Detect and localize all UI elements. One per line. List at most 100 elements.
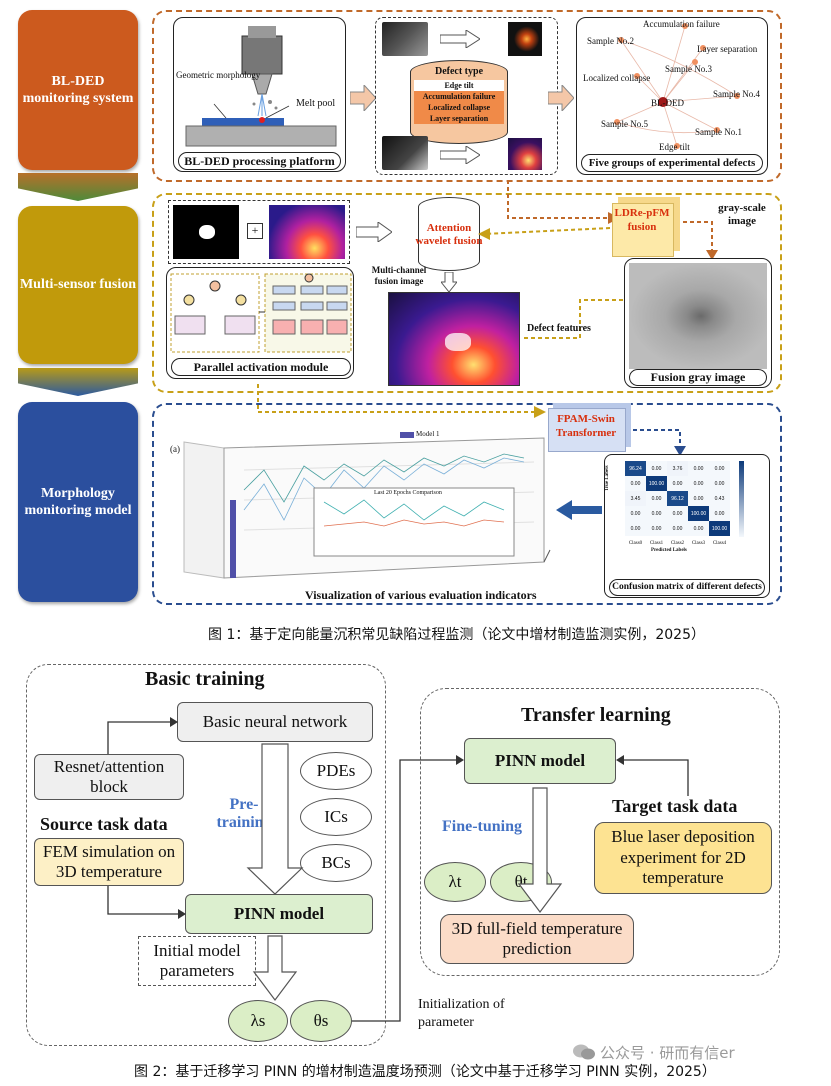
- attention-cylinder: [418, 197, 480, 271]
- parallel-activation-panel: Parallel activation module: [166, 267, 354, 379]
- plus-icon: +: [247, 223, 263, 239]
- cm-cell: 0.00: [625, 521, 646, 536]
- node-sample-1: Sample No.1: [695, 127, 742, 137]
- cm-cell: 0.00: [646, 461, 667, 476]
- arrow-defect-groups: [548, 85, 574, 111]
- cm-xticks: Class0 Class1 Class2 Class3 Class4: [625, 541, 730, 546]
- side-connector-1: [18, 173, 138, 201]
- arrow-to-chart: [556, 500, 602, 520]
- node-localized-collapse: Localized collapse: [583, 73, 651, 83]
- basic-training-title: Basic training: [145, 668, 265, 690]
- side-label-morphology-model: Morphology monitoring model: [18, 402, 138, 602]
- chart-inner-title: Last 20 Epochs Comparison: [374, 490, 442, 496]
- cm-cell: 0.00: [625, 506, 646, 521]
- cm-cell: 0.00: [646, 521, 667, 536]
- evaluation-chart: (a) Model 1 Last 20 Epochs Comparison: [164, 430, 554, 588]
- attention-label: Attention wavelet fusion: [415, 222, 483, 247]
- cm-cell: 0.00: [709, 476, 730, 491]
- ics-oval: ICs: [300, 798, 372, 836]
- cm-xlabel: Predicted Labels: [651, 548, 687, 553]
- cm-cell: 3.76: [667, 461, 688, 476]
- fem-box: FEM simulation on 3D temperature: [34, 838, 184, 886]
- lambda-t-oval: λt: [424, 862, 486, 902]
- ldre-cube: [612, 203, 674, 257]
- transfer-title: Transfer learning: [521, 704, 671, 726]
- cm-cell: 0.43: [709, 491, 730, 506]
- figure2-caption: 图 2：基于迁移学习 PINN 的增材制造温度场预测（论文中基于迁移学习 PIN…: [134, 1064, 716, 1080]
- pdes-oval: PDEs: [300, 752, 372, 790]
- fpam-box: [548, 408, 626, 452]
- finetuning-label: Fine-tuning: [442, 818, 523, 835]
- cm-cell: 0.00: [646, 506, 667, 521]
- defect-item-edge-tilt: Edge tilt: [414, 80, 504, 91]
- cm-cell: 100.00: [646, 476, 667, 491]
- platform-illustration: [185, 26, 337, 147]
- melt-pool-label: Melt pool: [296, 98, 336, 109]
- cm-cell: 100.00: [688, 506, 709, 521]
- arrow-to-fusion-image: [441, 272, 457, 292]
- multichannel-label: Multi-channel fusion image: [371, 265, 427, 286]
- platform-title: BL-DED processing platform: [178, 152, 341, 170]
- five-groups-title: Five groups of experimental defects: [581, 154, 763, 172]
- arrow-camera-bottom: [440, 146, 480, 164]
- defect-item-collapse: Localized collapse: [414, 102, 504, 113]
- geometric-morphology-label: Geometric morphology: [176, 70, 261, 80]
- cm-xtick: Class4: [712, 541, 727, 546]
- figure1-caption: 图 1：基于定向能量沉积常见缺陷过程监测（论文中增材制造监测实例，2025）: [208, 627, 705, 643]
- cm-colorbar: [739, 461, 744, 537]
- defect-features-label: Defect features: [527, 323, 591, 334]
- cm-cell: 0.00: [646, 491, 667, 506]
- defect-item-accumulation: Accumulation failure: [414, 91, 504, 102]
- cm-ylabel: True Labels: [605, 465, 610, 491]
- blue-laser-box: Blue laser deposition experiment for 2D …: [594, 822, 772, 894]
- thermal-photo-top: [508, 22, 542, 56]
- fusion-input-panel: +: [168, 200, 350, 264]
- cm-cell: 0.00: [688, 521, 709, 536]
- side-label-monitoring-system: BL-DED monitoring system: [18, 10, 138, 170]
- cm-cell: 0.00: [625, 476, 646, 491]
- platform-panel: Geometric morphology Melt pool BL-DED pr…: [173, 17, 346, 172]
- thermal-photo-bottom: [508, 138, 542, 170]
- defect-type-title: Defect type: [434, 66, 484, 77]
- cm-cell: 0.00: [688, 476, 709, 491]
- five-groups-panel: Accumulation failure Sample No.2 Layer s…: [576, 17, 768, 175]
- lambda-s-oval: λs: [228, 1000, 288, 1042]
- theta-s-oval: θs: [290, 1000, 352, 1042]
- pinn-left-box: PINN model: [185, 894, 373, 934]
- cm-cell: 0.00: [688, 491, 709, 506]
- side-label-multi-sensor: Multi-sensor fusion: [18, 206, 138, 364]
- cm-cell: 0.00: [667, 476, 688, 491]
- pinn-right-box: PINN model: [464, 738, 616, 784]
- defect-network-graph: [614, 23, 740, 149]
- thermal-input-image: [269, 205, 345, 259]
- chart-panel-label: (a): [170, 444, 180, 454]
- defect-type-list: Edge tilt Accumulation failure Localized…: [414, 80, 504, 124]
- cm-xtick: Class0: [628, 541, 643, 546]
- defect-item-separation: Layer separation: [414, 113, 504, 124]
- node-layer-separation: Layer separation: [697, 44, 758, 54]
- node-sample-5: Sample No.5: [601, 119, 648, 129]
- defect-type-panel: Defect type Edge tilt Accumulation failu…: [375, 17, 558, 175]
- camera-photo-bottom: [382, 136, 428, 170]
- fusion-gray-title: Fusion gray image: [629, 369, 767, 386]
- chart-legend-model1: Model 1: [416, 430, 440, 438]
- cm-cell: 0.00: [667, 521, 688, 536]
- cm-cell: 0.00: [688, 461, 709, 476]
- node-sample-2: Sample No.2: [587, 36, 634, 46]
- arrow-camera-top: [440, 30, 480, 48]
- node-center-blded: BL-DED: [651, 98, 684, 108]
- cm-xtick: Class3: [691, 541, 706, 546]
- region-monitoring: [152, 10, 782, 182]
- cm-xtick: Class1: [649, 541, 664, 546]
- resnet-box: Resnet/attention block: [34, 754, 184, 800]
- watermark: 公众号 · 研而有信er: [600, 1044, 735, 1062]
- binary-mask-image: [173, 205, 239, 259]
- parallel-activation-diagram: [170, 273, 352, 353]
- evaluation-chart-svg: [183, 432, 551, 579]
- cm-xtick: Class2: [670, 541, 685, 546]
- cm-cell: 0.00: [709, 461, 730, 476]
- pretraining-label: Pre-training: [216, 796, 272, 831]
- side-connector-2: [18, 368, 138, 396]
